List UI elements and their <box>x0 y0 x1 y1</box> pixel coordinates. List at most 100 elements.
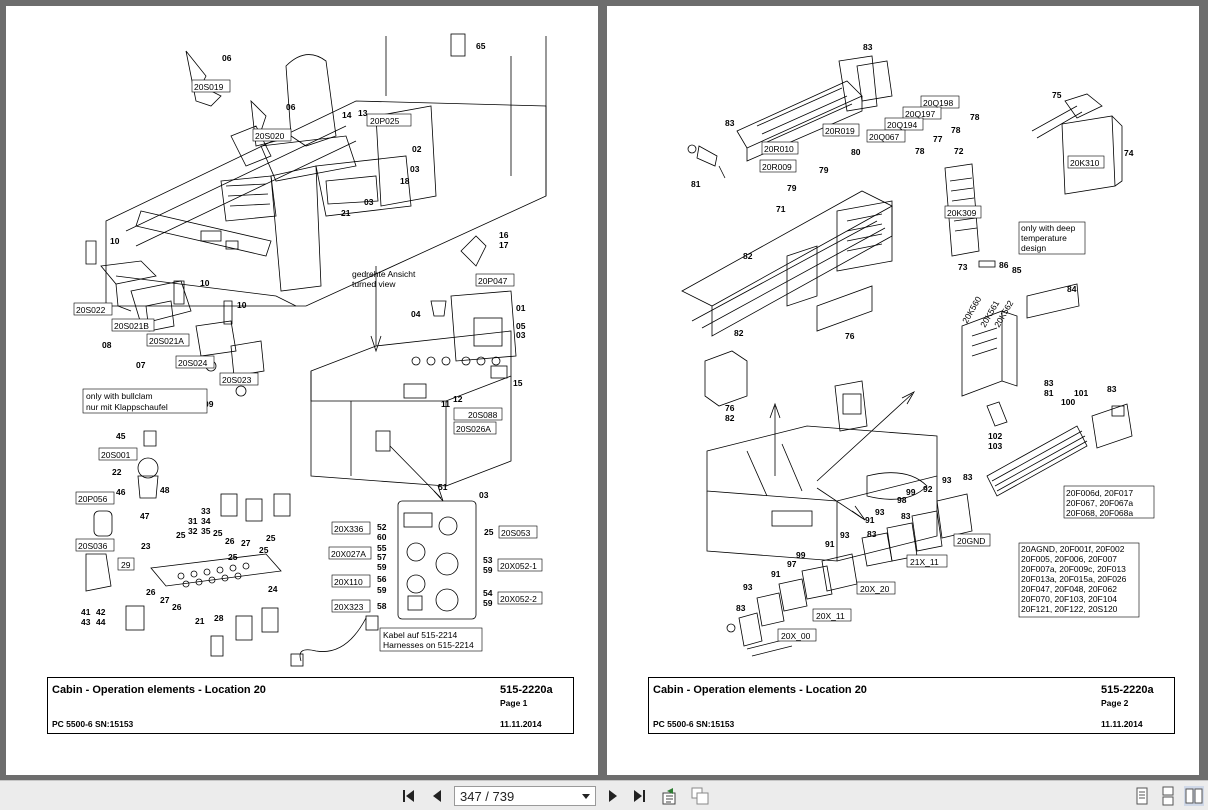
document-viewer: 06 06 14 13 02 03 18 03 21 65 10 10 10 0… <box>6 6 1199 775</box>
label-20X027A: 20X027A <box>331 549 366 559</box>
next-page-icon[interactable] <box>604 787 622 805</box>
callout-41: 41 <box>81 607 91 617</box>
continuous-icon[interactable] <box>1158 786 1178 806</box>
label-20S036: 20S036 <box>78 541 108 551</box>
callout-11: 11 <box>441 399 450 409</box>
note-fuse-1: 20F006d, 20F017 <box>1066 488 1133 498</box>
document-date: 11.11.2014 <box>1101 719 1143 729</box>
note-list-3: 20F007a, 20F009c, 20F013 <box>1021 564 1126 574</box>
navigation-toolbar <box>0 780 1208 810</box>
label-20S021A: 20S021A <box>149 336 184 346</box>
callout-55: 55 <box>377 543 387 553</box>
callout-06a: 06 <box>222 53 232 63</box>
page-label: Page 2 <box>1101 698 1129 708</box>
callout-79b: 79 <box>787 183 797 193</box>
note-bullclam-en: only with bullclam <box>86 391 153 401</box>
machine-model: PC 5500-6 SN:15153 <box>52 719 134 729</box>
two-page-icon[interactable] <box>1184 786 1204 806</box>
callout-25a: 25 <box>176 530 186 540</box>
callout-60: 60 <box>377 532 387 542</box>
callout-33: 33 <box>201 506 211 516</box>
callout-56: 56 <box>377 574 387 584</box>
callout-77: 77 <box>933 134 943 144</box>
callout-03d: 03 <box>479 490 489 500</box>
callout-21a: 21 <box>341 208 351 218</box>
note-deep-2: temperature <box>1021 233 1067 243</box>
label-20P047: 20P047 <box>478 276 508 286</box>
callout-51: 51 <box>438 482 448 492</box>
callout-57: 57 <box>377 552 387 562</box>
single-page-icon[interactable] <box>1132 786 1152 806</box>
machine-model: PC 5500-6 SN:15153 <box>653 719 735 729</box>
label-20R019: 20R019 <box>825 126 855 136</box>
note-turned-de: gedrehte Ansicht <box>352 269 416 279</box>
callout-58: 58 <box>377 601 387 611</box>
callout-76a: 76 <box>845 331 855 341</box>
label-21X_11: 21X_11 <box>910 557 939 567</box>
callout-25e: 25 <box>228 552 238 562</box>
callout-65: 65 <box>476 41 486 51</box>
page-number-select[interactable] <box>454 786 596 806</box>
prev-page-icon[interactable] <box>428 787 446 805</box>
callout-103: 103 <box>988 441 1002 451</box>
callout-43: 43 <box>81 617 91 627</box>
callout-84: 84 <box>1067 284 1077 294</box>
callout-10a: 10 <box>110 236 120 246</box>
callout-04: 04 <box>411 309 421 319</box>
callout-91a: 91 <box>865 515 875 525</box>
callout-71: 71 <box>776 204 786 214</box>
last-page-icon[interactable] <box>630 787 648 805</box>
callout-76b: 76 <box>725 403 735 413</box>
callout-79a: 79 <box>819 165 829 175</box>
callout-101: 101 <box>1074 388 1088 398</box>
page-number-input[interactable] <box>460 788 570 804</box>
label-20GND: 20GND <box>957 536 985 546</box>
document-title: Cabin - Operation elements - Location 20 <box>653 684 867 696</box>
callout-74: 74 <box>1124 148 1134 158</box>
label-20S001: 20S001 <box>101 450 131 460</box>
callout-18: 18 <box>400 176 410 186</box>
callout-47: 47 <box>140 511 150 521</box>
title-block: Cabin - Operation elements - Location 20… <box>648 677 1175 734</box>
copy-icon[interactable] <box>690 786 710 806</box>
callout-78a: 78 <box>970 112 980 122</box>
callout-25b: 25 <box>213 528 223 538</box>
callout-25c: 25 <box>266 533 276 543</box>
first-page-icon[interactable] <box>400 787 418 805</box>
note-fuse-2: 20F067, 20F067a <box>1066 498 1133 508</box>
callout-22: 22 <box>112 467 122 477</box>
callout-78c: 78 <box>915 146 925 156</box>
label-20K310: 20K310 <box>1070 158 1100 168</box>
callout-83d: 83 <box>1107 384 1117 394</box>
note-list-5: 20F047, 20F048, 20F062 <box>1021 584 1117 594</box>
callout-75: 75 <box>1052 90 1062 100</box>
note-list-2: 20F005, 20F006, 20F007 <box>1021 554 1117 564</box>
label-20S019: 20S019 <box>194 82 224 92</box>
callout-98: 98 <box>897 495 907 505</box>
callout-100: 100 <box>1061 397 1075 407</box>
label-20X052-1: 20X052-1 <box>500 561 537 571</box>
callout-83f: 83 <box>901 511 911 521</box>
document-page-2: 83 83 80 79 79 81 78 78 77 78 75 74 72 7… <box>607 6 1199 775</box>
callout-26b: 26 <box>146 587 156 597</box>
label-20P025: 20P025 <box>370 116 400 126</box>
callout-44: 44 <box>96 617 106 627</box>
label-20X_11: 20X_11 <box>816 611 845 621</box>
callout-85: 85 <box>1012 265 1022 275</box>
sync-icon[interactable] <box>660 786 680 806</box>
chevron-down-icon[interactable] <box>579 787 593 805</box>
callout-91b: 91 <box>825 539 835 549</box>
label-20X052-2: 20X052-2 <box>500 594 537 604</box>
callout-97: 97 <box>787 559 797 569</box>
callout-02: 02 <box>412 144 422 154</box>
callout-102: 102 <box>988 431 1002 441</box>
callout-73: 73 <box>958 262 968 272</box>
callout-01: 01 <box>516 303 526 313</box>
label-20S053: 20S053 <box>501 528 531 538</box>
callout-35: 35 <box>201 526 211 536</box>
callout-83b: 83 <box>725 118 735 128</box>
label-20Q198: 20Q198 <box>923 98 954 108</box>
callout-82b: 82 <box>734 328 744 338</box>
note-deep-3: design <box>1021 243 1046 253</box>
callout-17: 17 <box>499 240 509 250</box>
